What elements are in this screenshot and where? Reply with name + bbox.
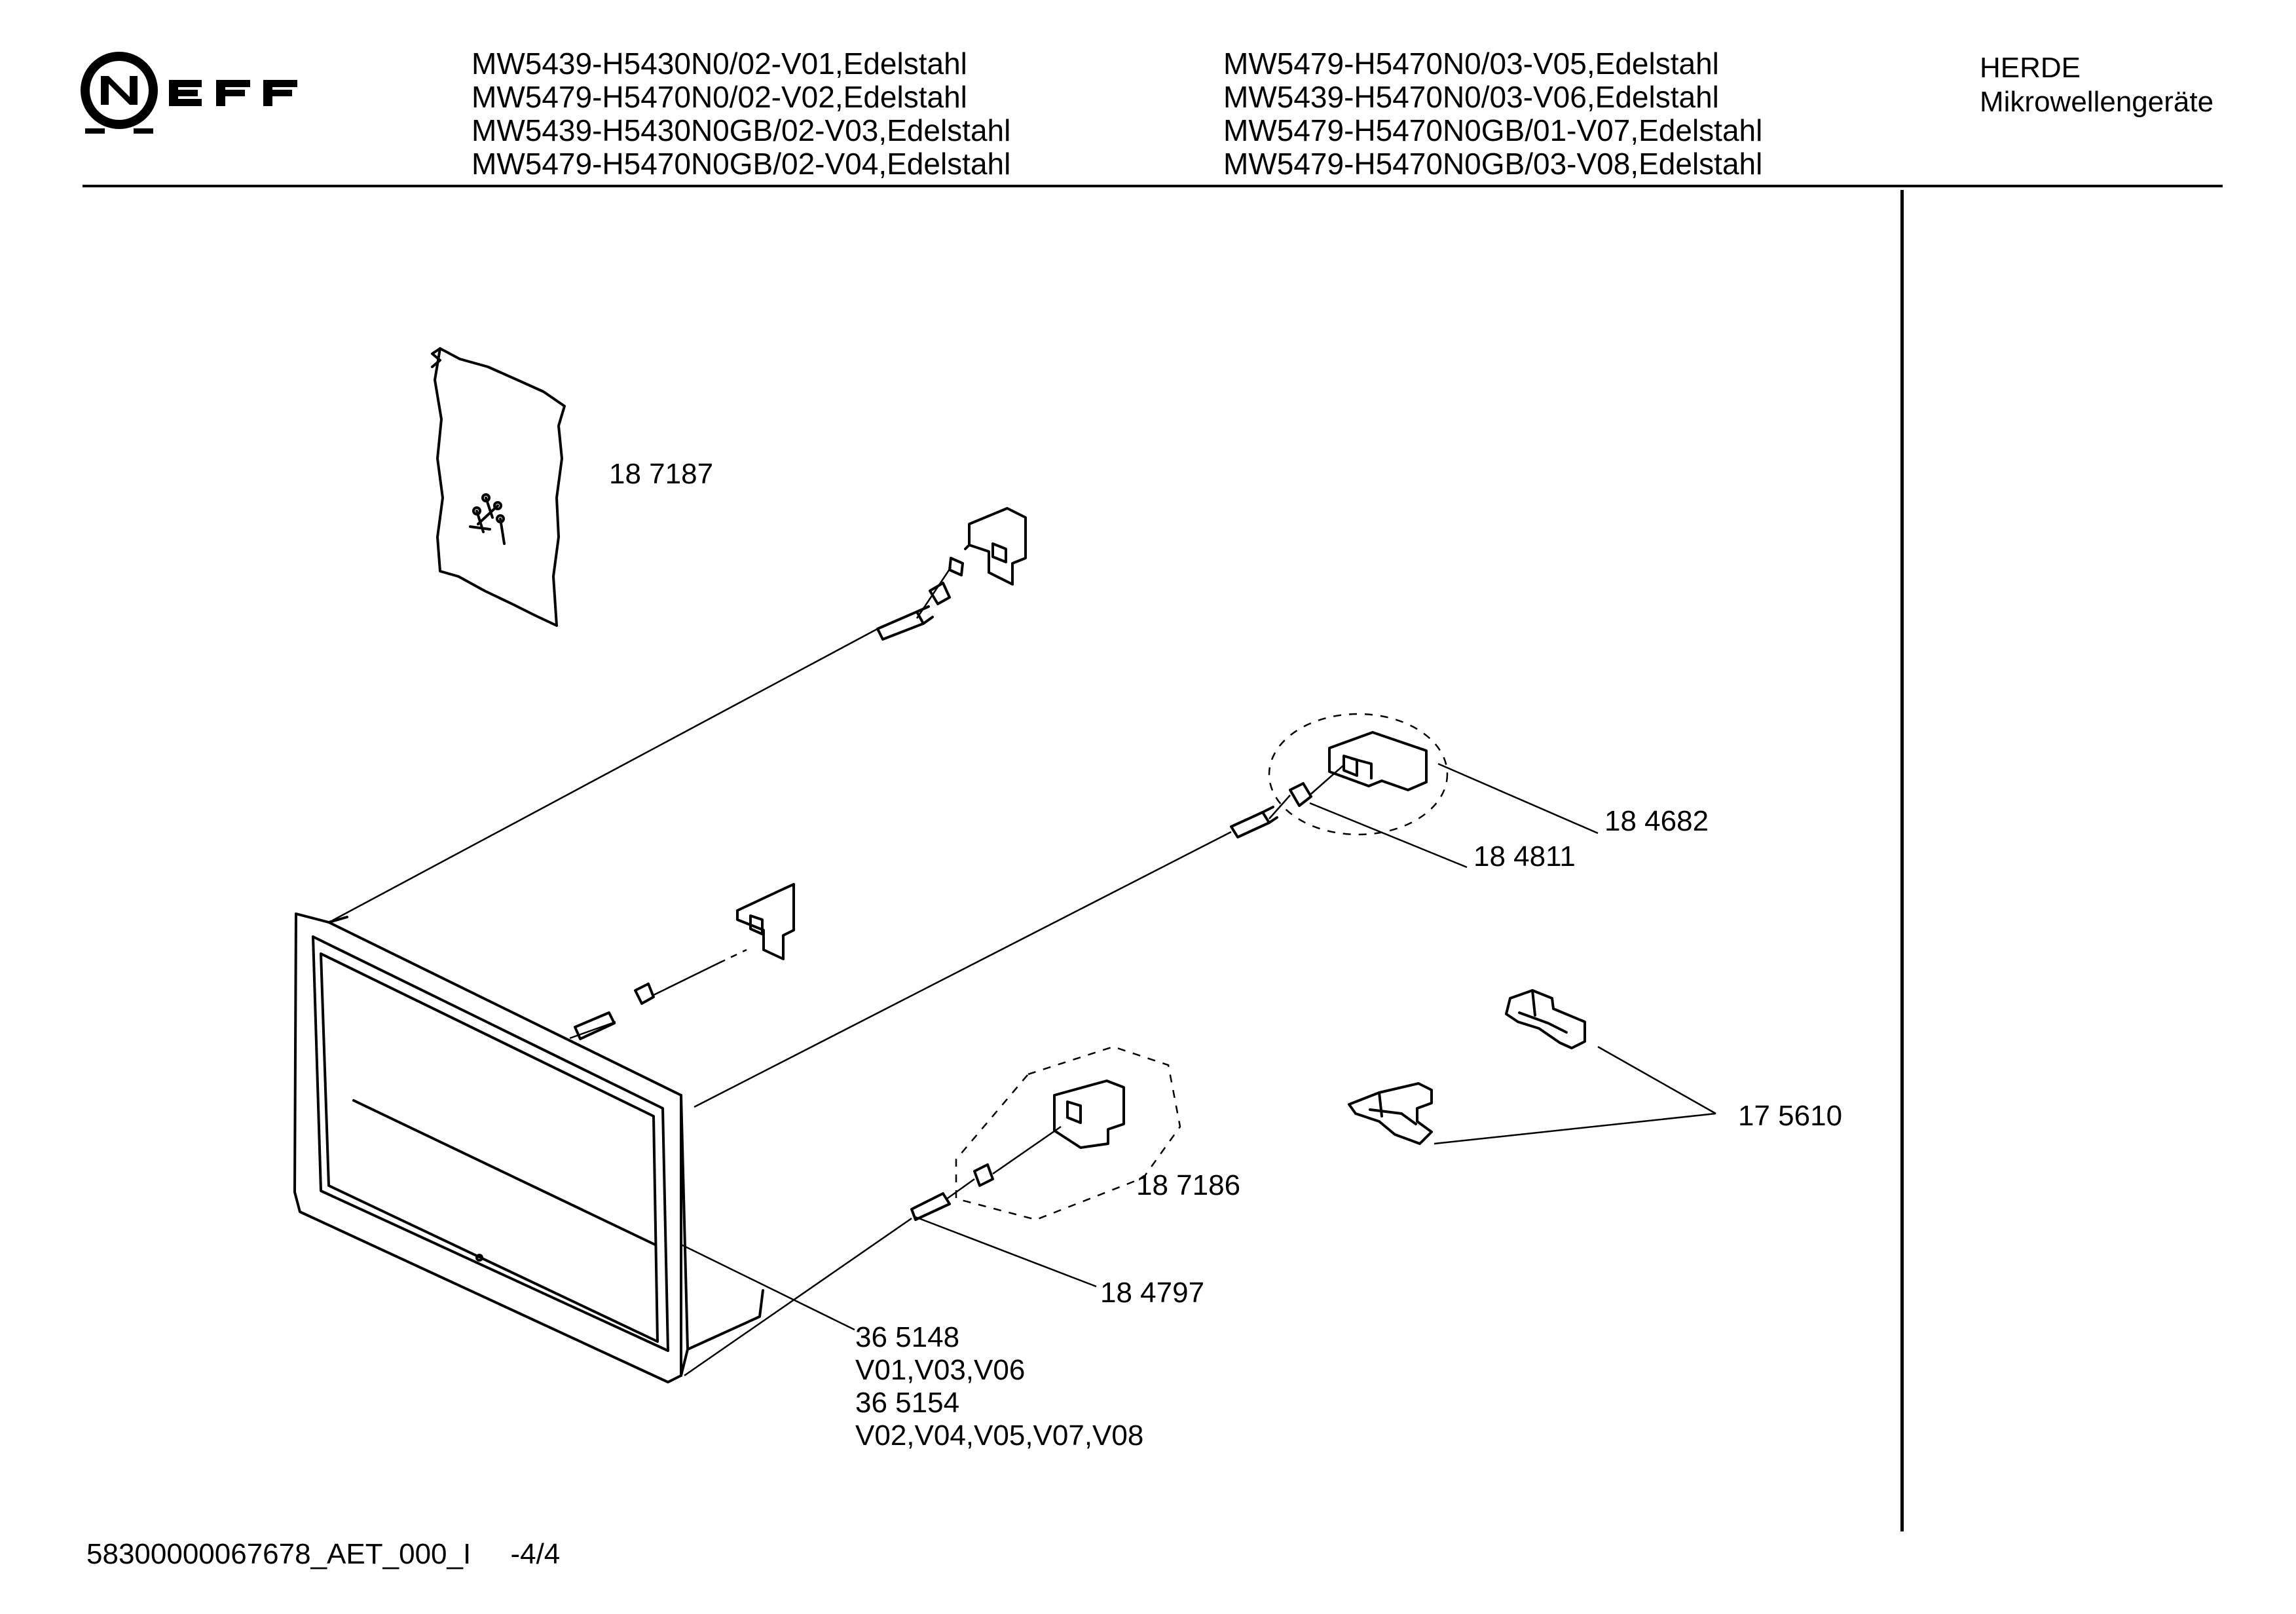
part-variants-frame-b: V02,V04,V05,V07,V08 <box>855 1419 1143 1452</box>
hinge-lower <box>1348 1082 1433 1145</box>
category-main: HERDE <box>1980 52 2081 84</box>
model-line: MW5439-H5470N0/03-V06,Edelstahl <box>1223 80 1719 114</box>
model-line: MW5479-H5470N0GB/03-V08,Edelstahl <box>1223 147 1763 181</box>
leader-line <box>915 1216 1097 1288</box>
assembly-line <box>1310 764 1344 795</box>
neff-logo <box>81 52 297 134</box>
model-list-left: MW5439-H5430N0/02-V01,Edelstahl MW5479-H… <box>472 47 1010 181</box>
model-line: MW5479-H5470N0/03-V05,Edelstahl <box>1223 47 1719 81</box>
category: HERDE Mikrowellengeräte <box>1980 51 2213 119</box>
assembly-line <box>1268 795 1291 819</box>
part-number-bracket-set: 18 4682 <box>1604 805 1709 837</box>
group-outline-upper-right <box>1268 713 1449 836</box>
category-sub: Mikrowellengeräte <box>1980 86 2214 118</box>
leader-line <box>1434 1112 1716 1145</box>
model-line: MW5479-H5470N0GB/02-V04,Edelstahl <box>472 147 1011 181</box>
assembly-line <box>694 831 1232 1108</box>
part-number-dowel: 18 4797 <box>1100 1277 1204 1309</box>
side-divider <box>1900 190 1904 1531</box>
model-line: MW5439-H5430N0GB/02-V03,Edelstahl <box>472 113 1011 147</box>
leader-line <box>680 1243 855 1331</box>
document-id: 58300000067678_AET_000_I <box>86 1538 472 1570</box>
model-line: MW5479-H5470N0GB/01-V07,Edelstahl <box>1223 113 1763 147</box>
assembly-line <box>569 1021 616 1040</box>
leader-line <box>1597 1045 1716 1115</box>
assembly-line <box>684 1217 912 1377</box>
assembly-line <box>946 1178 975 1200</box>
assembly-line <box>992 1125 1062 1175</box>
part-number-frame-a: 36 5148 <box>855 1321 959 1353</box>
page-number: -4/4 <box>510 1538 561 1570</box>
assembly-line <box>916 567 952 619</box>
neff-logo-emblem <box>81 52 158 134</box>
assembly-line <box>652 962 720 997</box>
leader-line <box>1437 762 1599 835</box>
part-number-screw-bag: 18 7187 <box>609 458 713 490</box>
mounting-frame <box>293 912 764 1383</box>
hinge-upper <box>1505 989 1586 1049</box>
bracket-upper-left <box>876 507 1027 641</box>
model-line: MW5479-H5470N0/02-V02,Edelstahl <box>472 80 967 114</box>
part-number-hinge: 17 5610 <box>1738 1100 1842 1132</box>
part-number-frame-b: 36 5154 <box>855 1387 959 1419</box>
footer: 58300000067678_AET_000_I -4/4 <box>86 1538 560 1571</box>
bracket-middle-left <box>574 883 795 1040</box>
leader-line <box>1309 802 1468 869</box>
neff-logo-letters <box>169 80 297 106</box>
assembly-line <box>332 628 878 922</box>
bracket-upper-right <box>1230 731 1428 838</box>
part-number-bracket-kit: 18 7186 <box>1136 1169 1240 1201</box>
part-number-clip: 18 4811 <box>1473 840 1576 873</box>
model-line: MW5439-H5430N0/02-V01,Edelstahl <box>472 47 967 81</box>
assembly-line <box>718 948 747 964</box>
bracket-kit-lower <box>910 1079 1125 1221</box>
header-divider <box>83 185 2223 187</box>
part-variants-frame-a: V01,V03,V06 <box>855 1354 1025 1386</box>
screw-bag <box>431 347 566 627</box>
model-list-right: MW5479-H5470N0/03-V05,Edelstahl MW5439-H… <box>1223 47 1762 181</box>
group-outline-lower <box>955 1045 1181 1221</box>
